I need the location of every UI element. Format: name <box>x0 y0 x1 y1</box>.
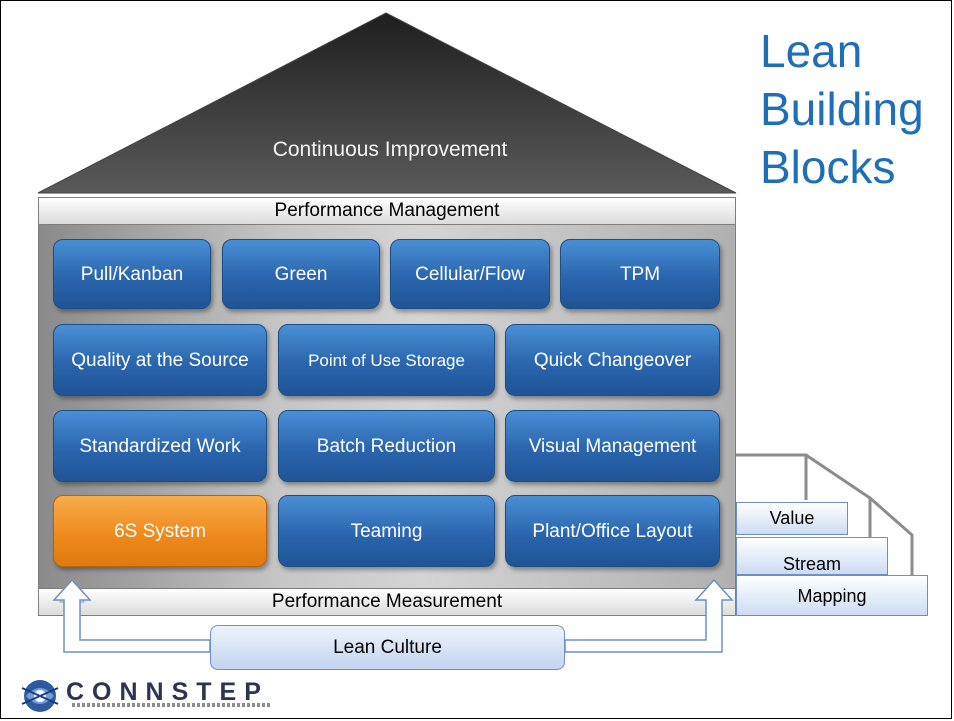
lean-culture-foundation: Lean Culture <box>210 625 565 670</box>
block-visual-management: Visual Management <box>505 410 720 482</box>
block-green: Green <box>222 239 380 309</box>
block-standardized-work: Standardized Work <box>53 410 267 482</box>
connstep-logo-text: CONNSTEP <box>66 678 269 706</box>
block-batch-reduction: Batch Reduction <box>278 410 495 482</box>
block-point-of-use-storage: Point of Use Storage <box>278 324 495 396</box>
title-line: Building <box>760 83 924 135</box>
block-tpm: TPM <box>560 239 720 309</box>
performance-measurement-band: Performance Measurement <box>38 588 736 616</box>
block-teaming: Teaming <box>278 495 495 567</box>
block-6s-system: 6S System <box>53 495 267 567</box>
right-up-arrow-icon <box>564 578 734 653</box>
title-line: Blocks <box>760 141 896 193</box>
title-line: Lean <box>760 25 863 77</box>
block-pull-kanban: Pull/Kanban <box>53 239 211 309</box>
step-value: Value <box>736 502 848 535</box>
block-cellular-flow: Cellular/Flow <box>390 239 550 309</box>
logo-tagline-decoration <box>72 703 272 707</box>
roof-label: Continuous Improvement <box>272 138 508 161</box>
performance-management-band: Performance Management <box>38 197 736 225</box>
left-up-arrow-icon <box>52 578 211 653</box>
connstep-logo-icon <box>21 680 59 712</box>
page-title: Lean Building Blocks <box>760 22 924 196</box>
step-stream: Stream <box>736 537 888 575</box>
block-plant-office-layout: Plant/Office Layout <box>505 495 720 567</box>
block-quality-at-the-source: Quality at the Source <box>53 324 267 396</box>
step-mapping: Mapping <box>736 575 928 616</box>
block-quick-changeover: Quick Changeover <box>505 324 720 396</box>
